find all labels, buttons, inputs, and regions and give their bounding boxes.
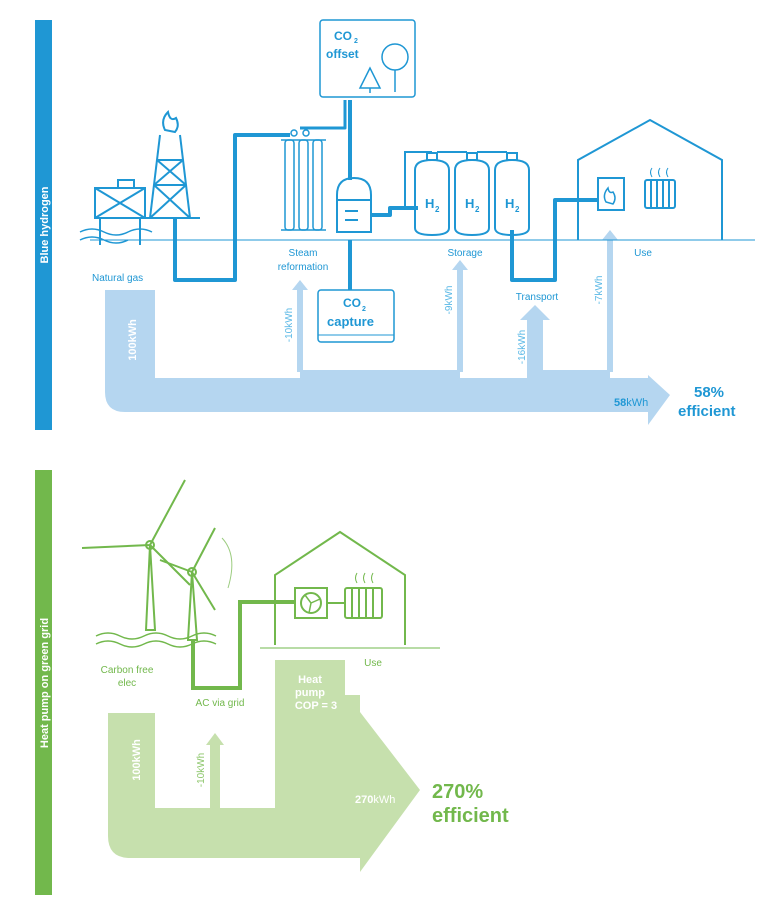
blue-loss-arrows	[292, 230, 618, 378]
green-energy-flow	[108, 660, 420, 872]
co2-capture-box: CO 2 capture	[317, 289, 395, 343]
blue-house-icon	[577, 118, 723, 240]
loss-reformation: -10kWh	[284, 308, 295, 342]
green-house-icon	[260, 530, 440, 649]
blue-input-value: 100kWh	[127, 319, 139, 361]
stage-carbon-free-line1: Carbon free	[101, 665, 154, 676]
stage-transport: Transport	[516, 292, 559, 303]
h2-label-2: H	[465, 196, 474, 211]
blue-efficiency-word: efficient	[678, 403, 736, 420]
green-section-bar	[35, 470, 52, 895]
hydrogen-tanks: H 2 H 2 H 2	[404, 151, 530, 237]
co2-capture-sub: 2	[362, 306, 366, 313]
blue-section-title: Blue hydrogen	[39, 186, 51, 263]
green-section-title: Heat pump on green grid	[39, 618, 51, 748]
h2-sub-2: 2	[475, 205, 480, 214]
co2-capture-line1: CO	[343, 296, 361, 310]
blue-efficiency-pct: 58%	[694, 384, 724, 401]
blue-pipes	[173, 100, 598, 290]
heat-pump-line2: pump	[295, 687, 325, 699]
green-flow-merge	[275, 660, 298, 808]
blue-output-label: 58kWh	[614, 397, 648, 409]
co2-offset-box: CO 2 offset	[319, 19, 416, 98]
co2-offset-line2: offset	[326, 47, 359, 61]
stage-use-blue: Use	[634, 248, 652, 259]
h2-label-3: H	[505, 196, 514, 211]
heat-pump-line3: COP = 3	[295, 700, 337, 712]
stage-carbon-free-line2: elec	[118, 678, 136, 689]
loss-storage: -9kWh	[444, 286, 455, 315]
green-cable	[191, 600, 295, 690]
oil-rig-icon	[79, 109, 200, 245]
green-efficiency-pct: 270%	[432, 781, 483, 803]
heat-pump-line1: Heat	[298, 674, 322, 686]
green-output-label: 270kWh	[355, 794, 395, 806]
stage-storage: Storage	[447, 248, 482, 259]
steam-reformer-icon	[281, 129, 326, 231]
tree-icon	[358, 43, 409, 93]
h2-sub-1: 2	[435, 205, 440, 214]
h2-sub-3: 2	[515, 205, 520, 214]
green-input-value: 100kWh	[131, 739, 143, 781]
blue-output-value: 58	[614, 397, 626, 409]
stage-natural-gas: Natural gas	[92, 273, 143, 284]
blue-section-bar	[35, 20, 52, 430]
loss-use: -7kWh	[594, 276, 605, 305]
green-output-value: 270	[355, 794, 373, 806]
green-efficiency-word: efficient	[432, 805, 509, 827]
stage-steam-line2: reformation	[278, 262, 329, 273]
blue-energy-flow	[105, 290, 670, 425]
reactor-vessel-icon	[336, 176, 372, 233]
stage-steam-line1: Steam	[289, 248, 318, 259]
stage-use-green: Use	[364, 658, 382, 669]
green-loss-arrowhead	[206, 733, 224, 745]
co2-capture-line2: capture	[327, 314, 374, 329]
co2-offset-line1: CO	[334, 29, 352, 43]
h2-label-1: H	[425, 196, 434, 211]
stage-ac-grid: AC via grid	[196, 698, 245, 709]
loss-grid: -10kWh	[196, 753, 207, 787]
blue-output-unit: kWh	[626, 397, 648, 409]
co2-offset-sub: 2	[354, 38, 358, 45]
wind-turbines-icon	[81, 479, 233, 648]
loss-transport: -16kWh	[517, 330, 528, 364]
green-output-unit: kWh	[373, 794, 395, 806]
